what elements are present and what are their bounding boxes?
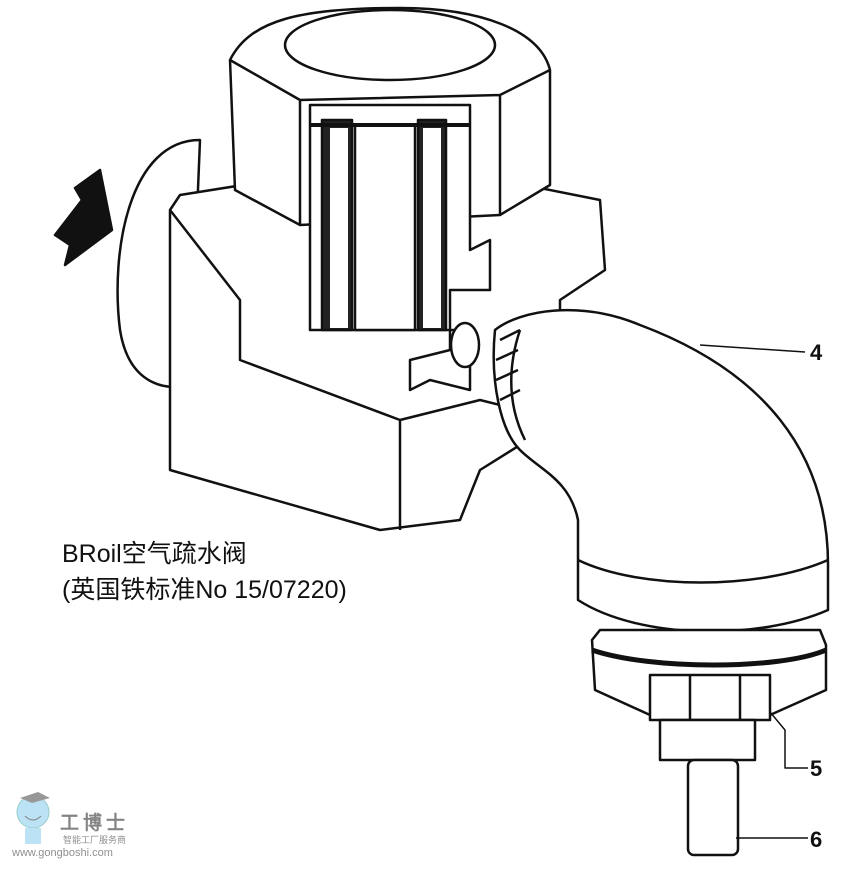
watermark-url: www.gongboshi.com — [12, 847, 113, 859]
hex-nut — [648, 673, 772, 722]
caption-title: BRoil空气疏水阀 — [62, 540, 247, 568]
caption-subtitle: (英国铁标准No 15/07220) — [62, 576, 347, 604]
watermark-brand: 工博士 — [60, 813, 130, 834]
flow-arrow-icon — [53, 168, 114, 267]
leader-lines — [699, 344, 808, 839]
watermark-logo: 工博士 智能工厂服务商 www.gongboshi.com — [8, 790, 198, 865]
watermark-slogan: 智能工厂服务商 — [63, 835, 127, 845]
callout-4: 4 — [810, 340, 823, 365]
outlet-elbow — [492, 309, 830, 633]
drain-rod — [686, 758, 740, 857]
stem — [658, 718, 757, 762]
callout-5: 5 — [810, 756, 823, 781]
mascot-icon — [16, 792, 50, 844]
callout-6: 6 — [810, 827, 823, 852]
